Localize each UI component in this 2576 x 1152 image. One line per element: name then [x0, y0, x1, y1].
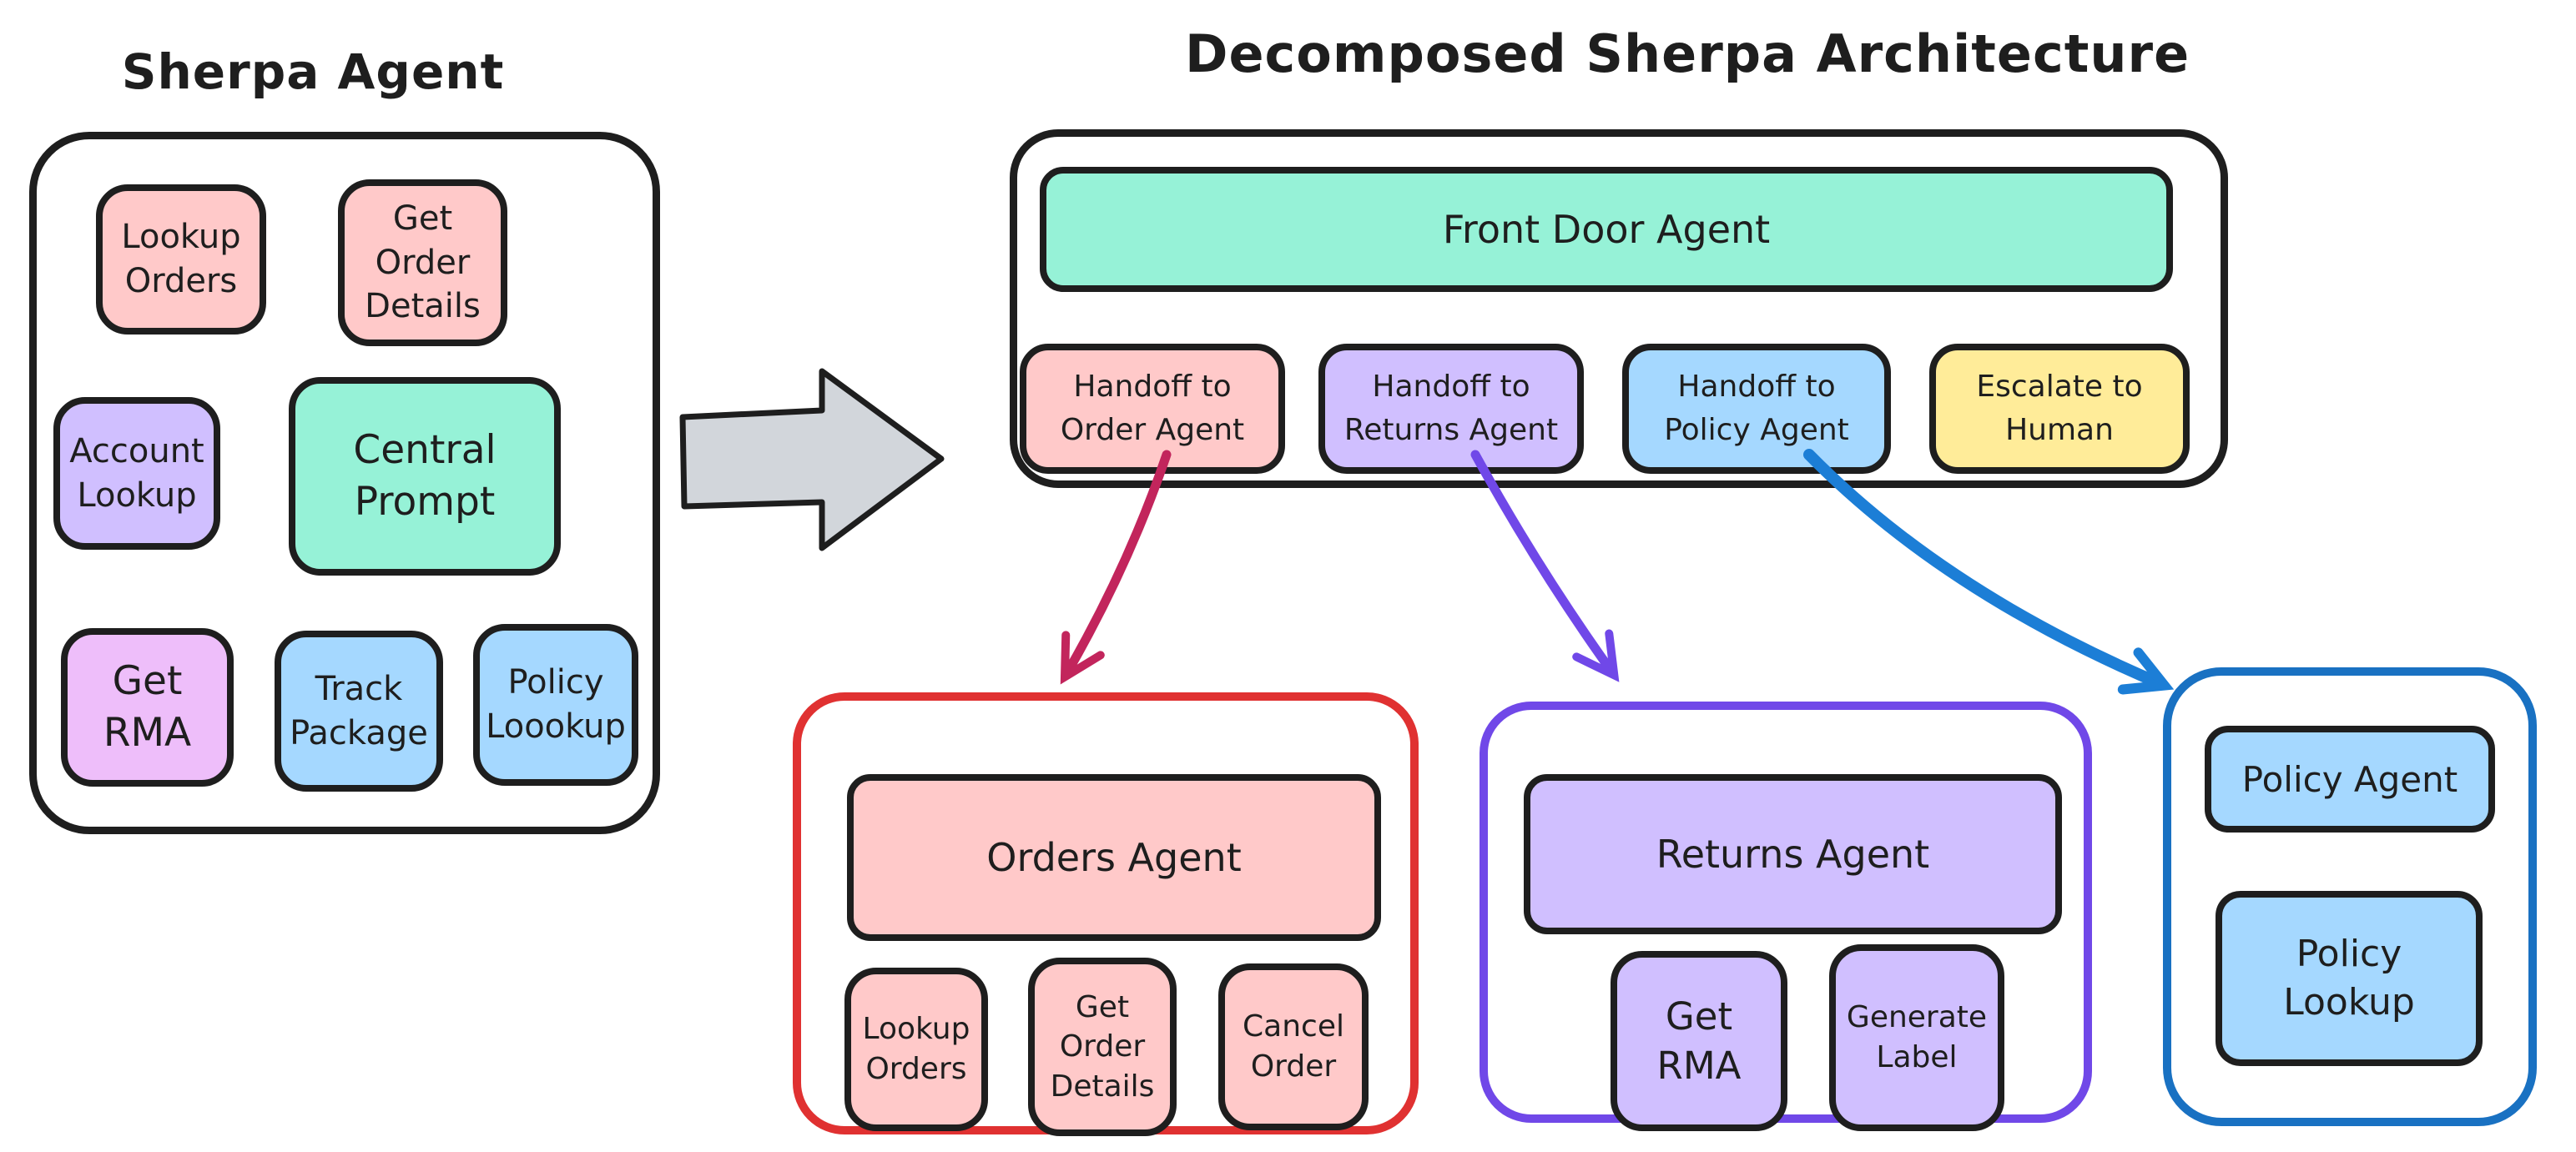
- node-orders-cancel-order: Cancel Order: [1218, 963, 1369, 1130]
- bar-front-door-agent: Front Door Agent: [1040, 167, 2173, 292]
- sherpa-agent-title: Sherpa Agent: [121, 43, 505, 100]
- node-returns-get-rma: Get RMA: [1611, 951, 1787, 1131]
- node-handoff-order-agent: Handoff to Order Agent: [1020, 344, 1285, 474]
- node-handoff-policy-agent: Handoff to Policy Agent: [1622, 344, 1891, 474]
- bar-orders-agent: Orders Agent: [847, 774, 1381, 941]
- arrow-to-policy-agent: [1803, 449, 2175, 695]
- node-track-package: Track Package: [275, 631, 443, 792]
- node-account-lookup: Account Lookup: [53, 397, 220, 550]
- transform-block-arrow: [679, 368, 945, 551]
- node-orders-lookup-orders: Lookup Orders: [844, 968, 988, 1131]
- node-lookup-orders: Lookup Orders: [96, 184, 266, 335]
- decomposed-architecture-title: Decomposed Sherpa Architecture: [1185, 23, 2190, 84]
- node-returns-generate-label: Generate Label: [1829, 944, 2004, 1131]
- node-get-order-details: Get Order Details: [338, 179, 507, 346]
- node-handoff-returns-agent: Handoff to Returns Agent: [1318, 344, 1584, 474]
- node-get-rma: Get RMA: [61, 628, 234, 787]
- node-policy-loookup: Policy Loookup: [473, 624, 638, 786]
- node-orders-get-order-details: Get Order Details: [1028, 958, 1177, 1136]
- node-policy-policy-lookup: Policy Lookup: [2216, 891, 2483, 1066]
- bar-policy-agent: Policy Agent: [2205, 726, 2495, 833]
- node-central-prompt: Central Prompt: [289, 377, 561, 576]
- node-escalate-to-human: Escalate to Human: [1929, 344, 2190, 474]
- bar-returns-agent: Returns Agent: [1524, 774, 2062, 934]
